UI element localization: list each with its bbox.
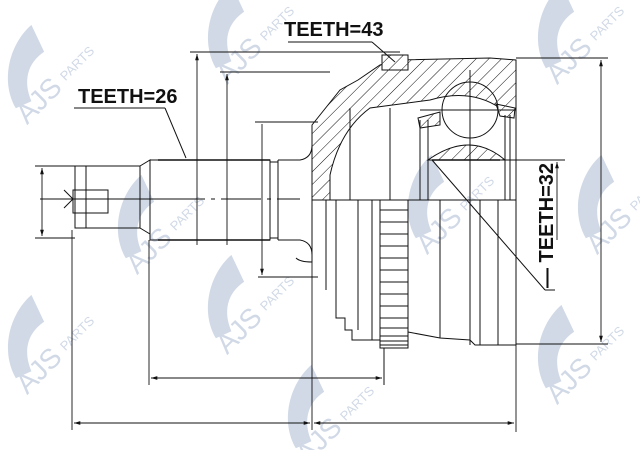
- dimension-lines: [35, 51, 608, 432]
- label-teeth-26: TEETH=26: [78, 86, 177, 108]
- shaft-stub: [40, 125, 313, 260]
- label-teeth-32: — TEETH=32: [536, 163, 558, 288]
- callouts: TEETH=26 TEETH=43 — TEETH=32: [74, 19, 558, 291]
- label-teeth-43: TEETH=43: [284, 19, 383, 41]
- abs-tone-ring: [379, 199, 409, 349]
- joint-housing: [311, 54, 517, 345]
